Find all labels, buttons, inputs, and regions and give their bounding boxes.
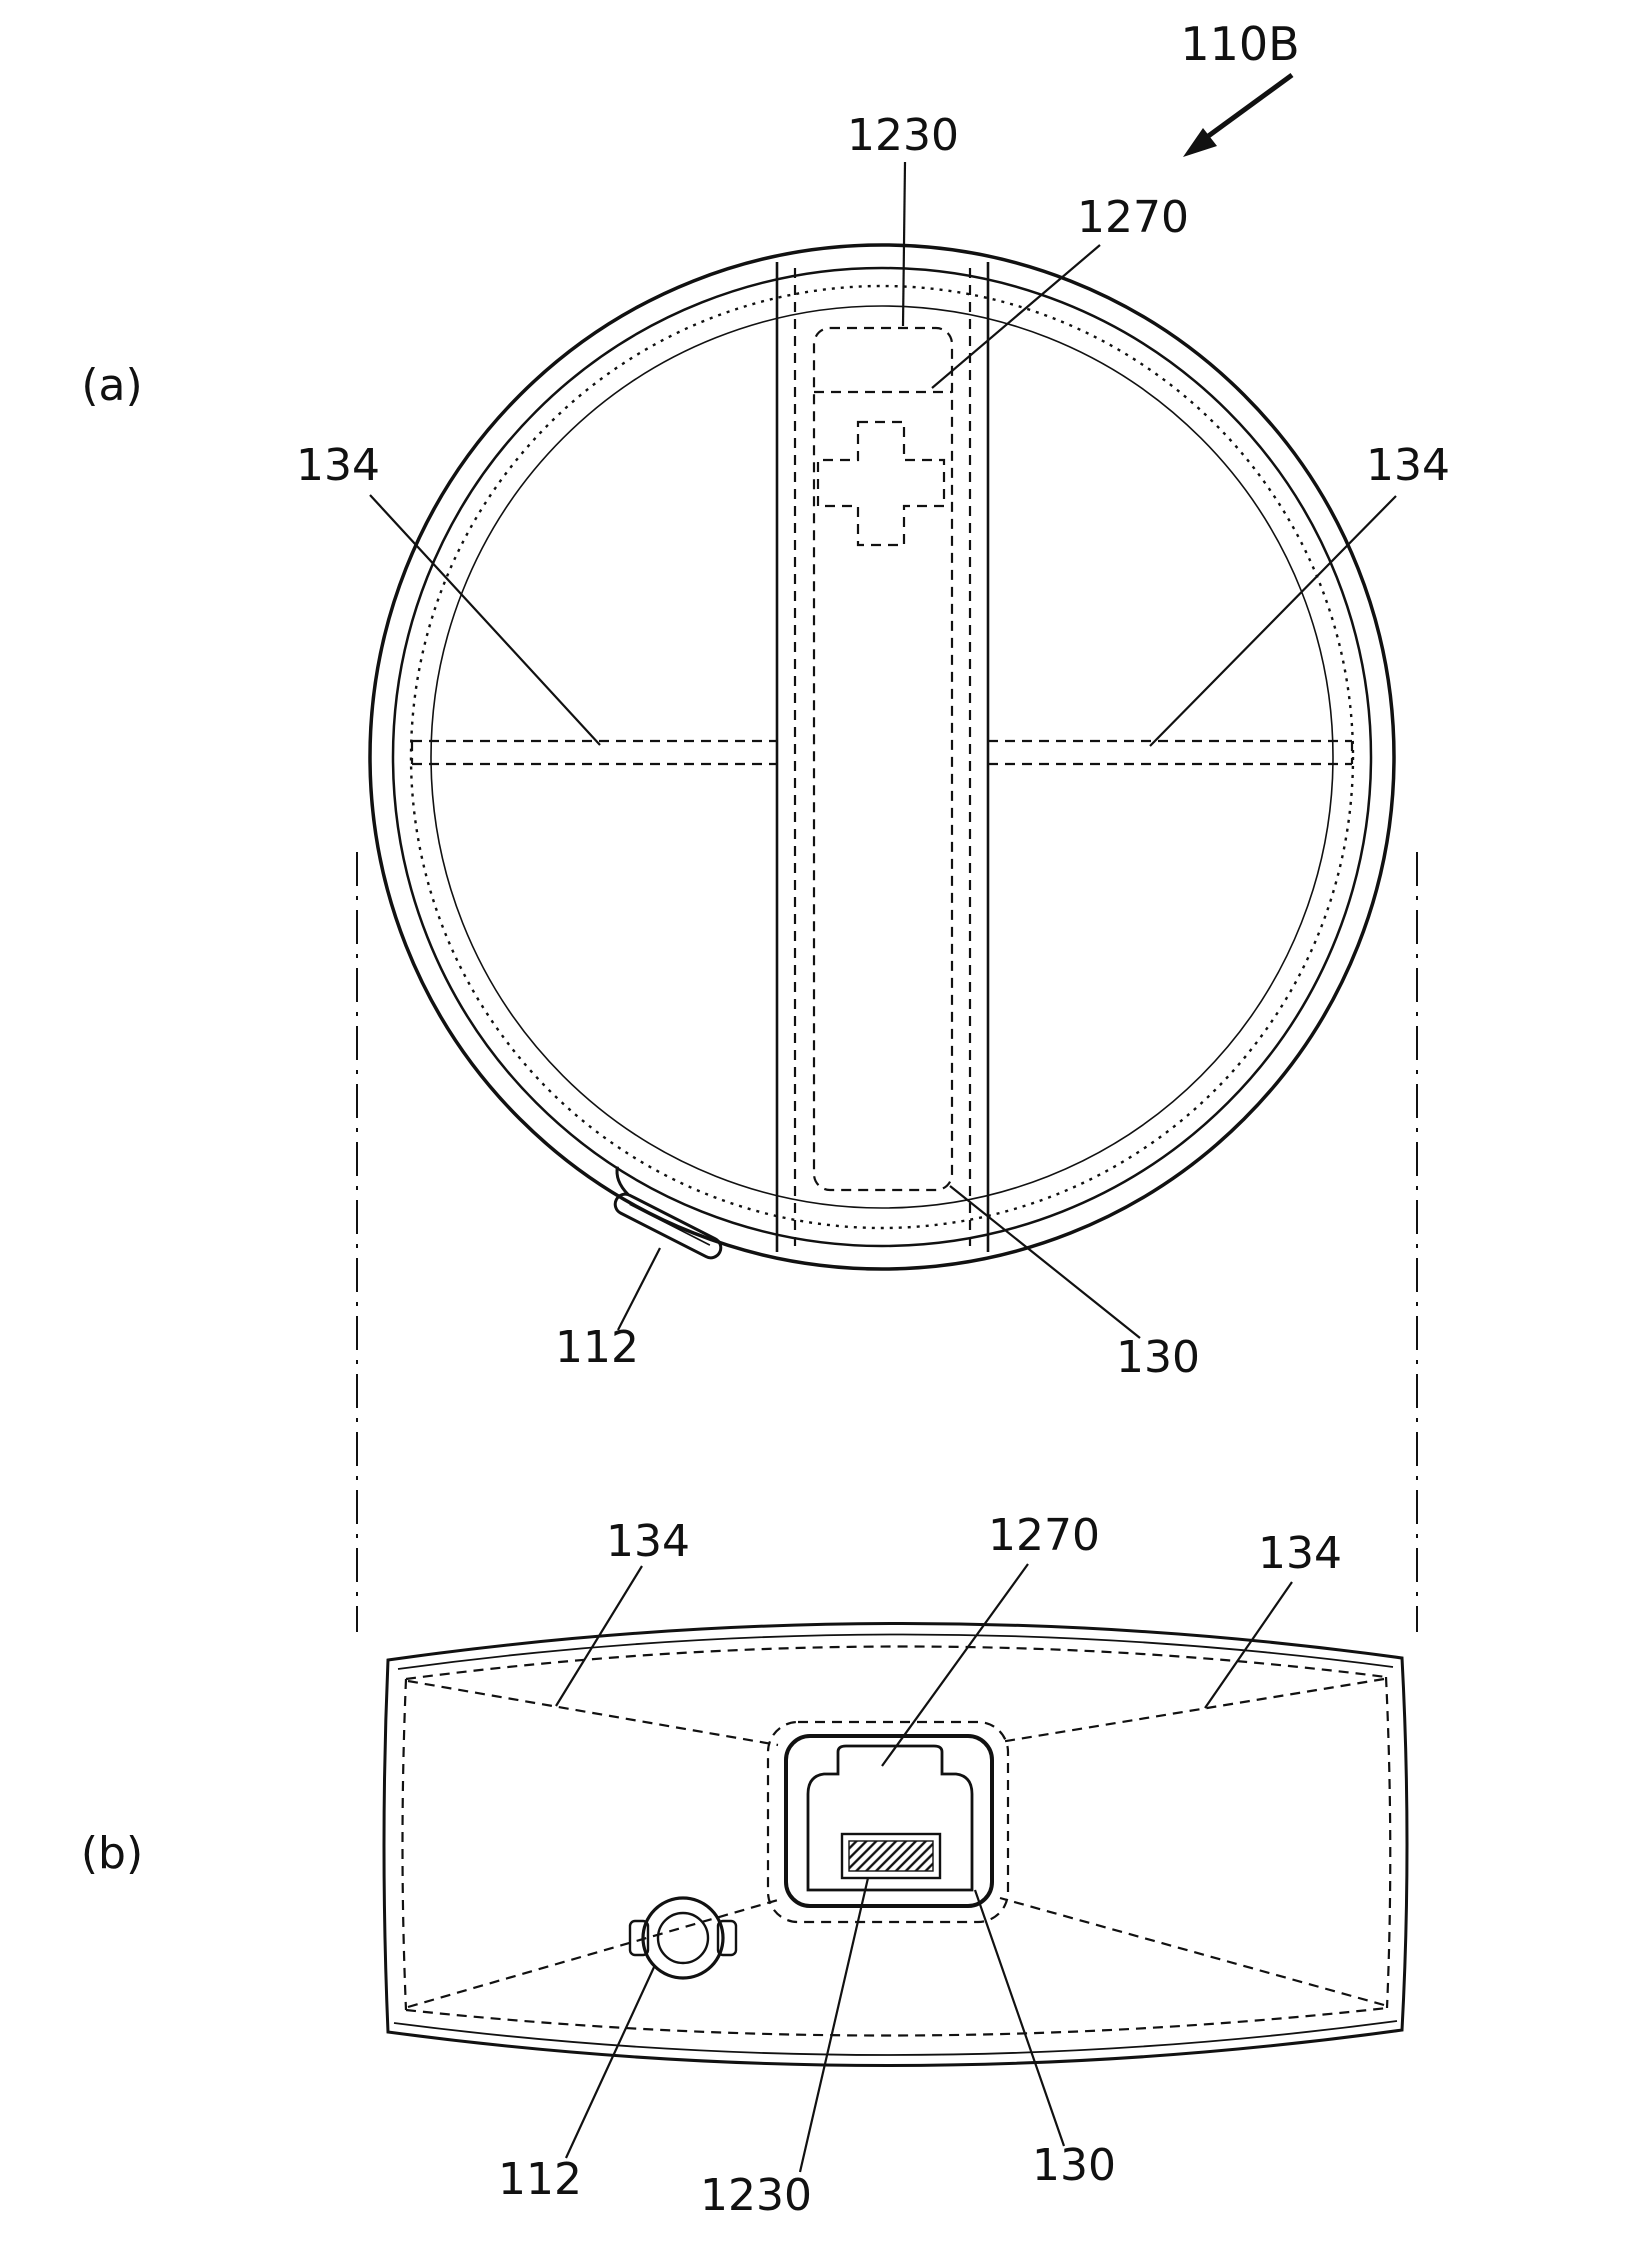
leader-b-112 [565, 1964, 656, 2159]
grommet-right-tab [716, 1919, 738, 1957]
leader-b-130 [973, 1889, 1066, 2147]
label-a-130: 130 [1116, 1332, 1200, 1383]
label-b-134-right: 134 [1258, 1528, 1342, 1579]
label-b-1270: 1270 [988, 1510, 1100, 1561]
label-b-134-left: 134 [606, 1516, 690, 1567]
member-diagonal-bottom-right [999, 1896, 1385, 2007]
clip-112 [613, 1166, 723, 1260]
label-110b: 110B [1180, 17, 1299, 71]
cross-slot-hidden-outline [816, 420, 946, 547]
leader-a-1270 [931, 244, 1101, 389]
clip-body [613, 1192, 723, 1260]
connector-terminal-hatched [848, 1840, 934, 1872]
grommet-inner-circle [656, 1911, 710, 1965]
connector-port-outline [806, 1744, 974, 1892]
label-a-134-left: 134 [296, 440, 380, 491]
top-view-a [368, 243, 1396, 1271]
clip-inner-line [629, 1203, 711, 1246]
label-view-a: (a) [81, 360, 142, 411]
member-134-diagonal-top-left [407, 1679, 779, 1747]
left-edge-hidden-arc [401, 1678, 408, 2011]
side-view-b [382, 1622, 1409, 2067]
label-a-1270: 1270 [1077, 192, 1189, 243]
grommet-112 [628, 1896, 738, 1980]
holder-hidden-outline [812, 326, 954, 1192]
leader-b-134-left [555, 1565, 643, 1707]
leader-b-1270 [881, 1563, 1029, 1767]
inner-wall-circle [430, 305, 1334, 1209]
outer-rim-circle [368, 243, 1396, 1271]
label-b-112: 112 [498, 2154, 582, 2205]
bottom-rim-inner-arc [393, 2020, 1398, 2056]
leader-a-1230 [901, 161, 907, 327]
leader-a-134-right [1149, 495, 1397, 747]
label-b-1230: 1230 [700, 2170, 812, 2221]
label-a-112: 112 [555, 1322, 639, 1373]
member-134-diagonal-top-right [999, 1677, 1385, 1744]
grommet-left-tab [628, 1919, 650, 1957]
leader-b-1230 [798, 1877, 870, 2173]
clip-hook [615, 1166, 630, 1196]
leader-a-130 [949, 1185, 1141, 1339]
leader-a-112 [617, 1247, 661, 1331]
grommet-outer-circle [641, 1896, 725, 1980]
label-a-1230: 1230 [847, 110, 959, 161]
right-edge-hidden-arc [1384, 1676, 1392, 2009]
leader-b-134-right [1204, 1581, 1293, 1709]
top-rim-inner-arc [397, 1633, 1394, 1670]
connector-housing [784, 1734, 994, 1908]
arrow-110b-head [1183, 128, 1217, 157]
label-a-134-right: 134 [1366, 440, 1450, 491]
label-b-130: 130 [1032, 2140, 1116, 2191]
member-diagonal-bottom-left [407, 1898, 779, 2009]
connector-terminal-frame [840, 1832, 942, 1880]
bottom-rim-hidden-arc [405, 2006, 1388, 2037]
label-view-b: (b) [81, 1828, 143, 1879]
arrow-110b-shaft [1205, 72, 1294, 140]
side-outline [382, 1622, 1409, 2067]
leader-lines [369, 72, 1397, 2173]
leader-a-134-left [369, 494, 601, 746]
hidden-edge-dotted-circle [409, 284, 1355, 1230]
inner-rim-circle [391, 266, 1373, 1248]
reference-labels: 110B (a) 1230 1270 134 134 112 130 (b) 1… [81, 17, 1450, 2221]
connector-hidden-outline [766, 1720, 1010, 1924]
top-rim-hidden-arc [405, 1645, 1387, 1681]
